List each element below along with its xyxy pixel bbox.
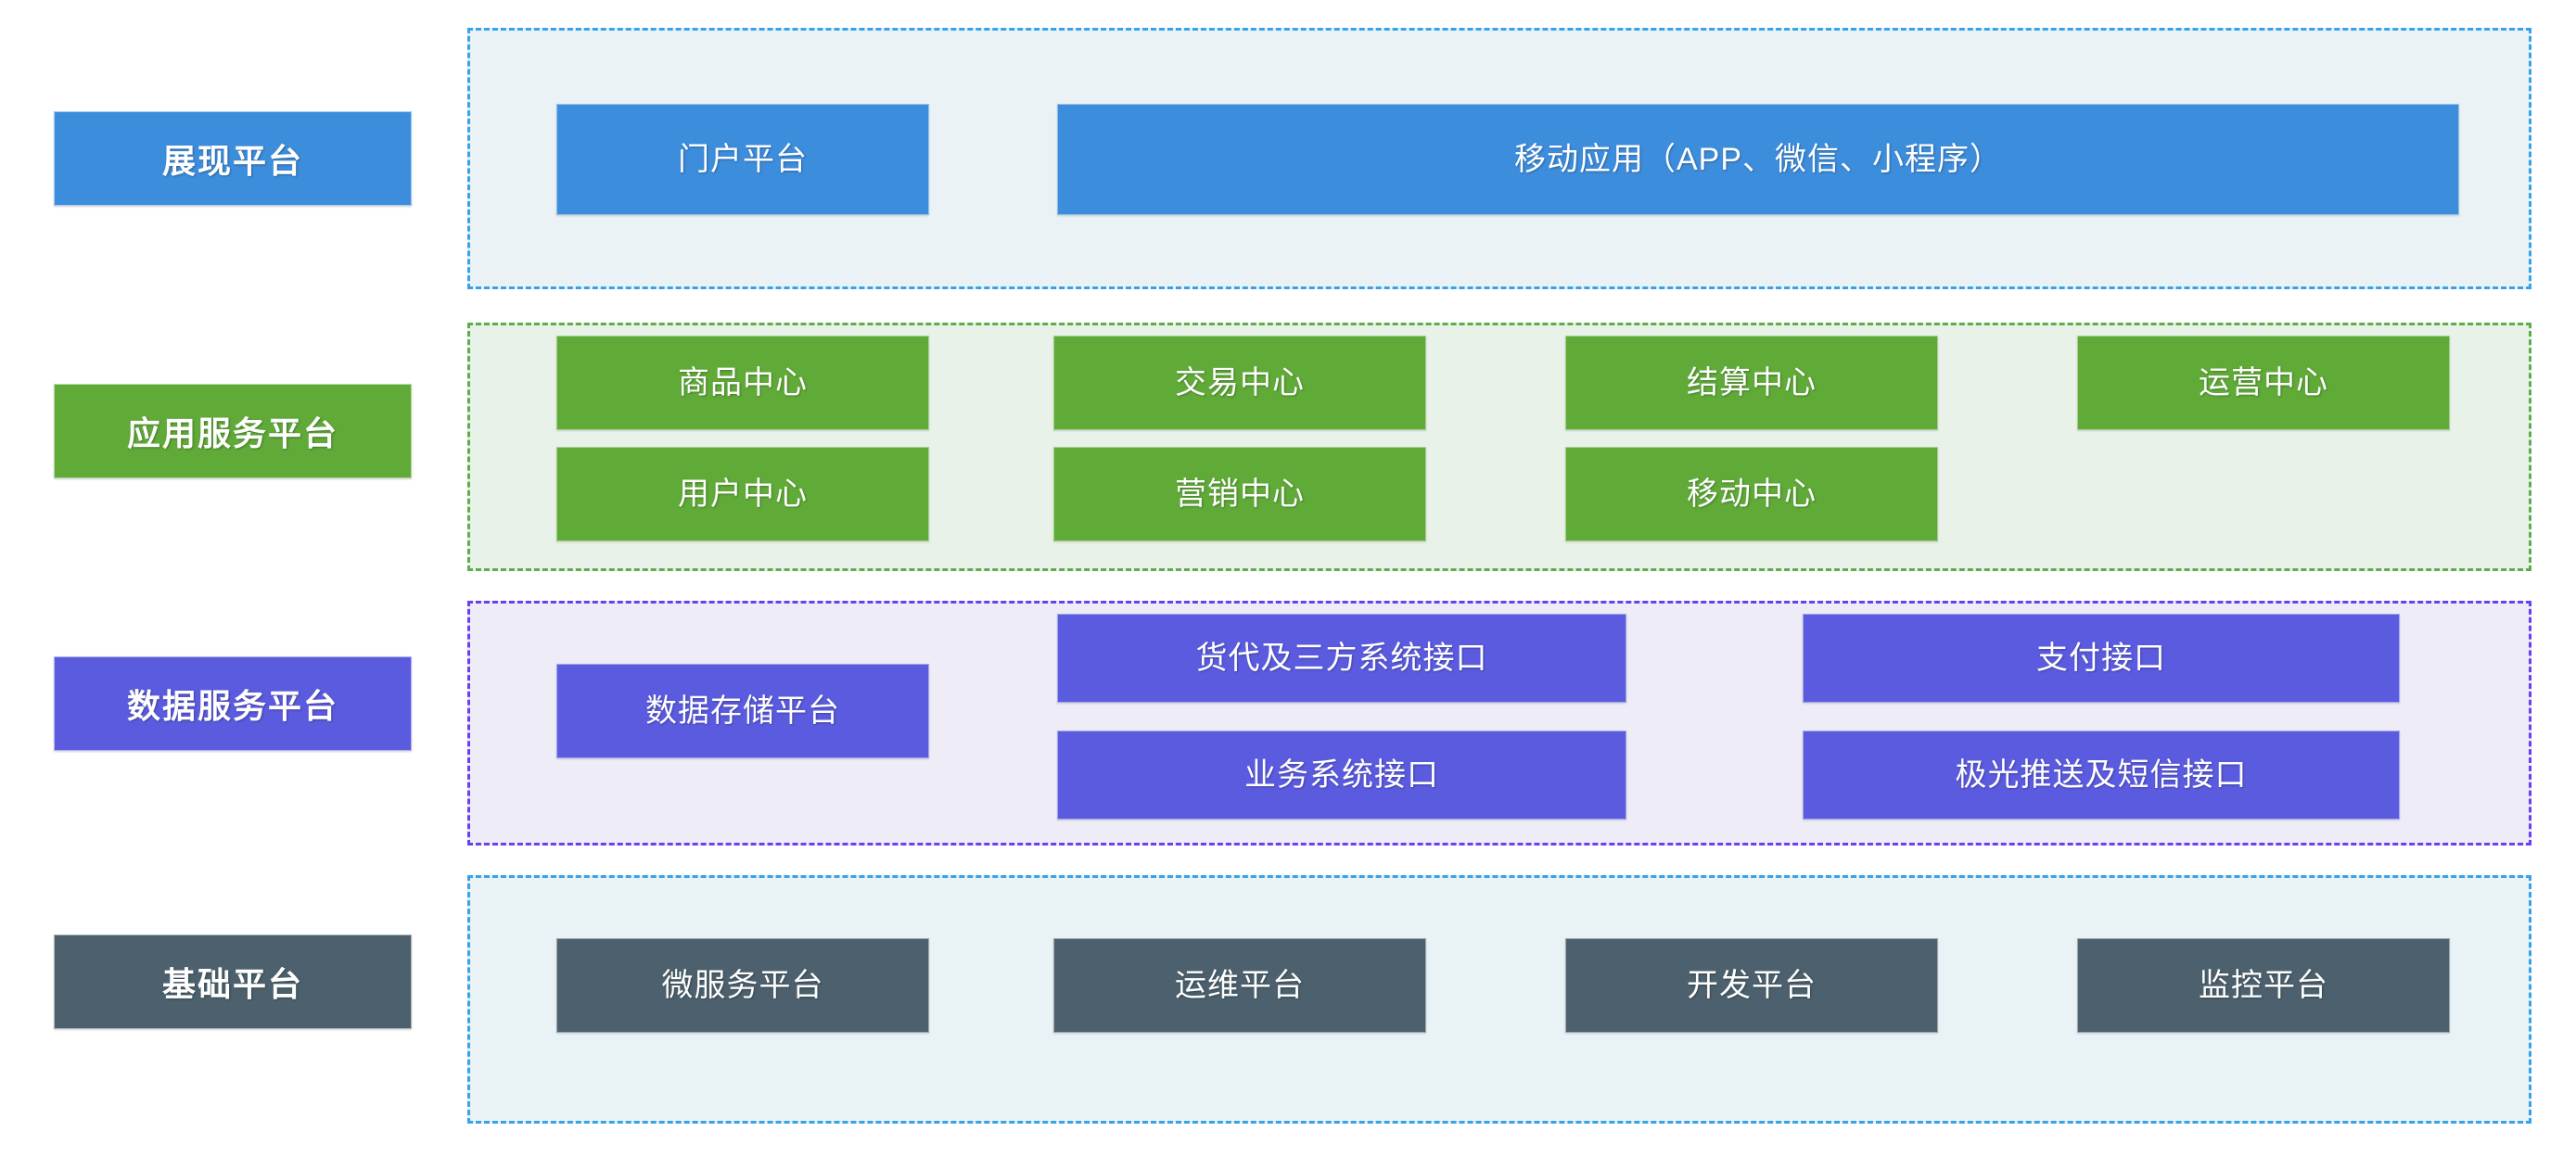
node-operation-center[interactable]: 运营中心: [2077, 336, 2450, 430]
node-mobile-center[interactable]: 移动中心: [1565, 447, 1938, 541]
node-business-system-interface[interactable]: 业务系统接口: [1057, 731, 1626, 820]
node-freight-third-party-interface[interactable]: 货代及三方系统接口: [1057, 614, 1626, 703]
node-marketing-center[interactable]: 营销中心: [1053, 447, 1426, 541]
node-operations-platform[interactable]: 运维平台: [1053, 938, 1426, 1033]
node-trade-center[interactable]: 交易中心: [1053, 336, 1426, 430]
node-payment-interface[interactable]: 支付接口: [1803, 614, 2400, 703]
node-data-storage-platform[interactable]: 数据存储平台: [556, 664, 929, 758]
node-product-center[interactable]: 商品中心: [556, 336, 929, 430]
node-monitoring-platform[interactable]: 监控平台: [2077, 938, 2450, 1033]
node-mobile-applications[interactable]: 移动应用（APP、微信、小程序）: [1057, 104, 2459, 215]
layer-label-presentation[interactable]: 展现平台: [54, 111, 412, 206]
layer-label-application-service[interactable]: 应用服务平台: [54, 384, 412, 478]
layer-label-infrastructure[interactable]: 基础平台: [54, 934, 412, 1029]
node-settlement-center[interactable]: 结算中心: [1565, 336, 1938, 430]
layer-label-data-service[interactable]: 数据服务平台: [54, 656, 412, 751]
node-portal-platform[interactable]: 门户平台: [556, 104, 929, 215]
node-user-center[interactable]: 用户中心: [556, 447, 929, 541]
node-jpush-sms-interface[interactable]: 极光推送及短信接口: [1803, 731, 2400, 820]
node-microservice-platform[interactable]: 微服务平台: [556, 938, 929, 1033]
node-development-platform[interactable]: 开发平台: [1565, 938, 1938, 1033]
